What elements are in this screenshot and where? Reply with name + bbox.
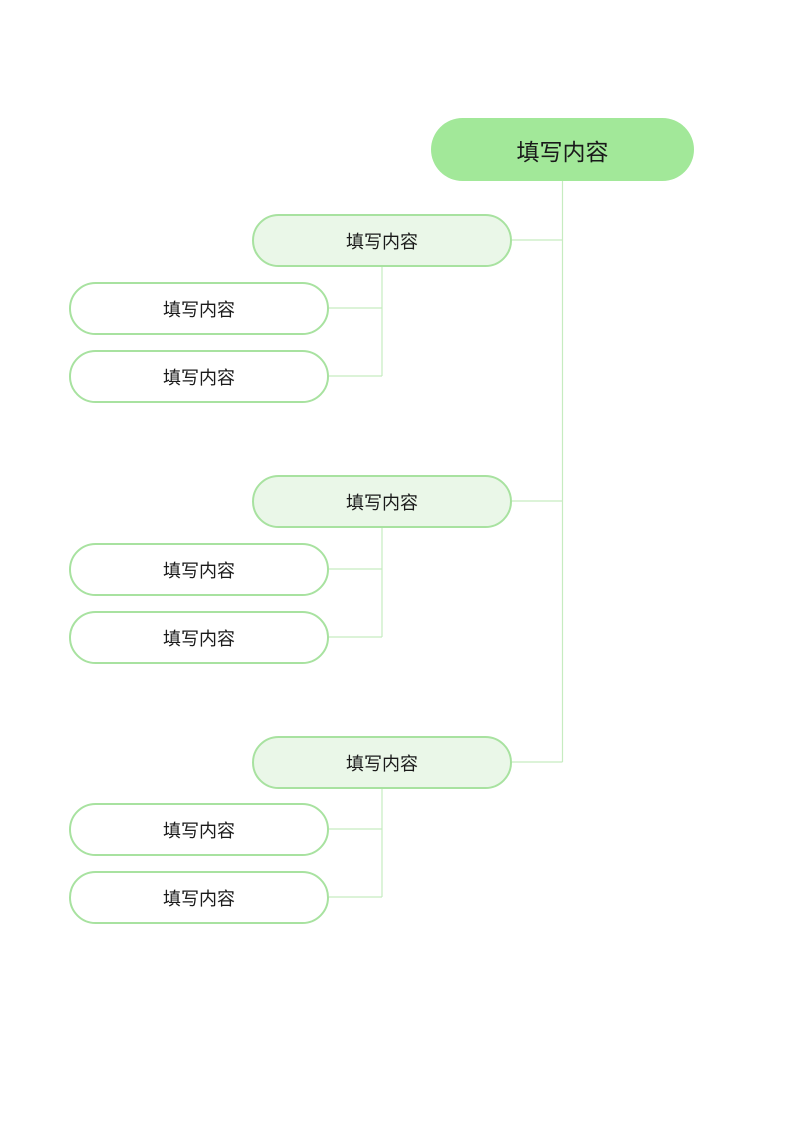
branch-node-3[interactable]: 填写内容 (252, 736, 512, 789)
leaf-node-3-1[interactable]: 填写内容 (69, 803, 329, 856)
leaf-node-2-1[interactable]: 填写内容 (69, 543, 329, 596)
branch-node-1[interactable]: 填写内容 (252, 214, 512, 267)
leaf-node-3-2[interactable]: 填写内容 (69, 871, 329, 924)
leaf-node-2-2[interactable]: 填写内容 (69, 611, 329, 664)
leaf-node-1-2[interactable]: 填写内容 (69, 350, 329, 403)
branch-node-2[interactable]: 填写内容 (252, 475, 512, 528)
leaf-node-1-1[interactable]: 填写内容 (69, 282, 329, 335)
root-node[interactable]: 填写内容 (431, 118, 694, 181)
